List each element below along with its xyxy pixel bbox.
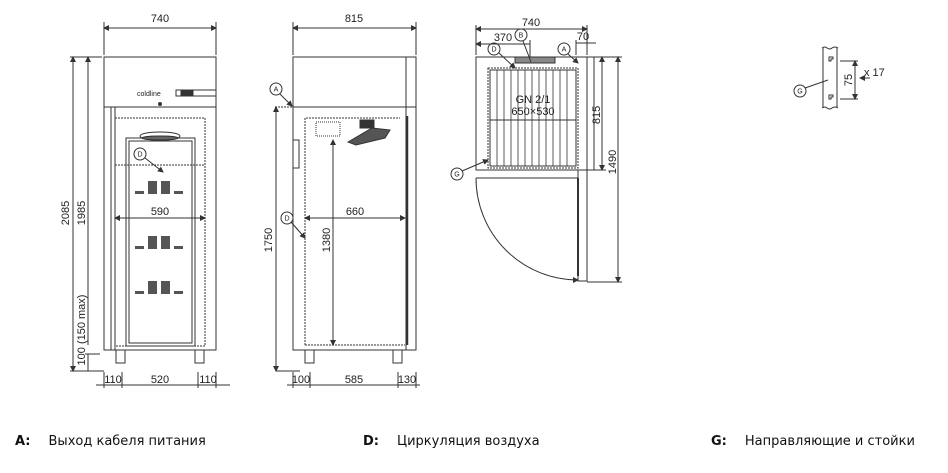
dim-body-height: 1985 [76,201,88,225]
legend-item-a: A: Выход кабеля питания [15,434,206,449]
dim-offset-70: 70 [577,31,589,43]
callout-a: A [562,47,567,54]
top-view [450,25,622,283]
legend-item-g: G: Направляющие и стойки [711,434,915,449]
front-view-labels: 740 coldline 590 D 2085 1985 100 (150 ma… [60,13,217,386]
legend-text: Циркуляция воздуха [397,434,540,449]
top-view-labels: 740 370 70 GN 2/1 650×530 815 1490 B D A… [454,17,619,179]
legend-text: Выход кабеля питания [48,434,206,449]
callout-a: A [274,87,279,94]
legend-item-d: D: Циркуляция воздуха [363,434,540,449]
technical-drawing: 740 coldline 590 D 2085 1985 100 (150 ma… [60,13,885,388]
dim-inner-height: 1380 [321,228,333,252]
dim-bottom-right: 130 [398,374,416,386]
gn-size: 650×530 [511,106,554,118]
dim-inner-depth: 660 [346,206,364,218]
detail-view-labels: 75 x 17 G [797,67,885,96]
side-view-labels: 815 660 1380 1750 A D 100 585 130 [263,13,416,386]
dim-bottom-left: 110 [104,374,122,386]
legend-key: A: [15,434,31,449]
detail-view [793,46,870,110]
gn-label: GN 2/1 [516,94,551,106]
dim-pitch: 75 [843,74,855,86]
rail-count: x 17 [864,67,885,79]
dim-depth-1490: 1490 [607,150,619,174]
brand-logo: coldline [137,91,161,98]
dim-depth-815: 815 [591,106,603,124]
legend-key: G: [711,434,727,449]
dim-leg-height: 100 (150 max) [76,295,88,366]
dim-side-depth: 815 [345,13,363,25]
legend-key: D: [363,434,379,449]
dim-total-height: 2085 [60,201,72,225]
callout-d: D [284,216,289,223]
dim-bottom-right: 110 [199,374,217,386]
side-view [269,22,420,388]
dim-bottom-mid: 520 [151,374,169,386]
dim-top-width: 740 [522,17,540,29]
dim-bottom-left: 100 [292,374,310,386]
dim-front-width: 740 [151,13,169,25]
callout-d: D [491,47,496,54]
dim-inner-width: 590 [151,206,169,218]
dim-offset-370: 370 [494,32,512,44]
front-view [70,22,230,388]
dim-floor-to-top: 1750 [263,228,275,252]
legend-text: Направляющие и стойки [744,434,915,449]
callout-d: D [137,152,142,159]
callout-g: G [797,89,802,96]
callout-b: B [519,33,524,40]
callout-g: G [454,172,459,179]
dim-bottom-mid: 585 [345,374,363,386]
